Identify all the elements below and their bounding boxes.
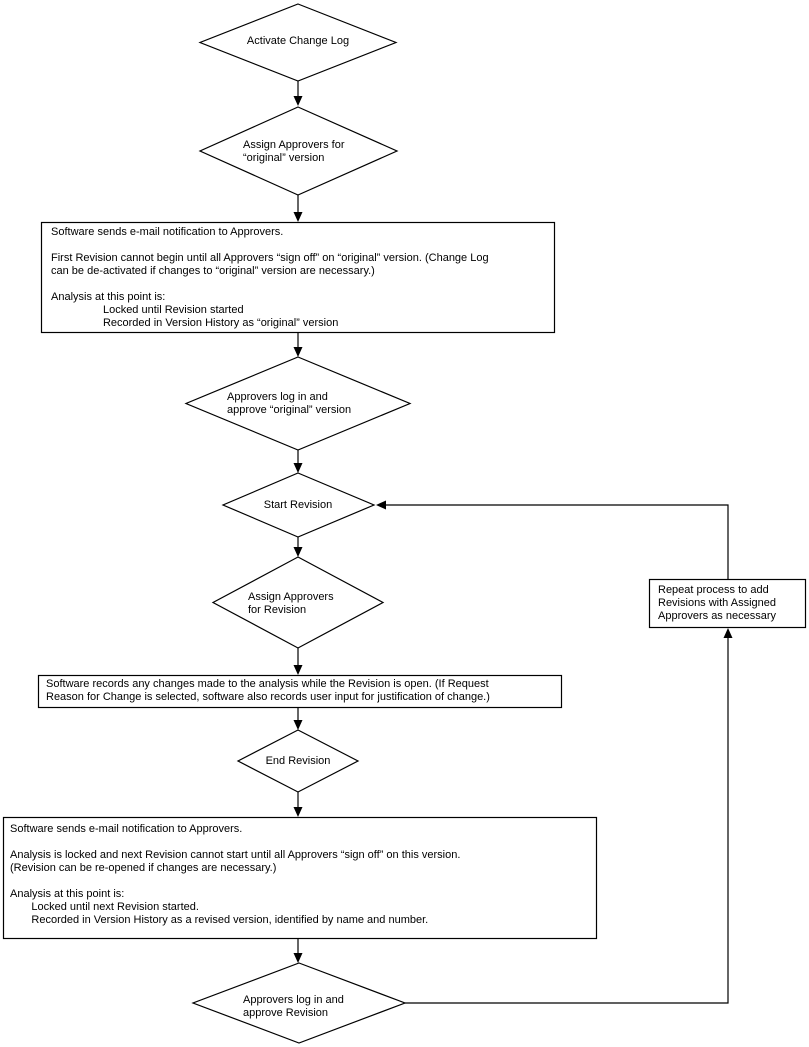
start-revision-diamond [221, 472, 376, 538]
approvers-approve-original-label: Approvers log in and approve “original” … [227, 391, 352, 416]
end-revision-diamond [236, 729, 360, 793]
email-notification-revision-label: Software sends e-mail notification to Ap… [10, 823, 461, 926]
connector-repeat-to-start [378, 504, 729, 579]
email-notification-original-box [40, 221, 556, 334]
record-changes-label: Software records any changes made to the… [46, 678, 490, 703]
arrowhead-down-icon [293, 953, 303, 963]
arrowhead-down-icon [293, 665, 303, 675]
email-notification-original-label: Software sends e-mail notification to Ap… [51, 226, 489, 329]
arrowhead-left-icon [376, 500, 386, 510]
repeat-process-note-label: Repeat process to add Revisions with Ass… [658, 584, 777, 622]
assign-approvers-original-label: Assign Approvers for “original” version [243, 139, 345, 164]
assign-approvers-original-diamond [198, 106, 399, 196]
approvers-approve-revision-diamond [191, 962, 407, 1044]
activate-change-log-diamond [198, 3, 398, 82]
arrowhead-down-icon [293, 463, 303, 473]
arrowhead-down-icon [293, 96, 303, 106]
approvers-approve-original-diamond [184, 356, 412, 451]
approvers-approve-revision-label: Approvers log in and approve Revision [243, 994, 344, 1019]
activate-change-log-label: Activate Change Log [246, 35, 350, 47]
arrowhead-up-icon [723, 628, 733, 638]
arrowhead-down-icon [293, 807, 303, 817]
assign-approvers-revision-diamond [211, 556, 385, 649]
arrowhead-down-icon [293, 547, 303, 557]
end-revision-label: End Revision [265, 755, 331, 767]
arrowhead-down-icon [293, 212, 303, 222]
repeat-process-note-box [648, 578, 807, 629]
assign-approvers-revision-label: Assign Approvers for Revision [248, 591, 334, 616]
arrowhead-down-icon [293, 347, 303, 357]
start-revision-label: Start Revision [263, 499, 333, 511]
connector-approve2-to-repeat [405, 630, 729, 1004]
record-changes-box [37, 674, 563, 709]
arrowhead-down-icon [293, 720, 303, 730]
email-notification-revision-box [2, 816, 598, 940]
